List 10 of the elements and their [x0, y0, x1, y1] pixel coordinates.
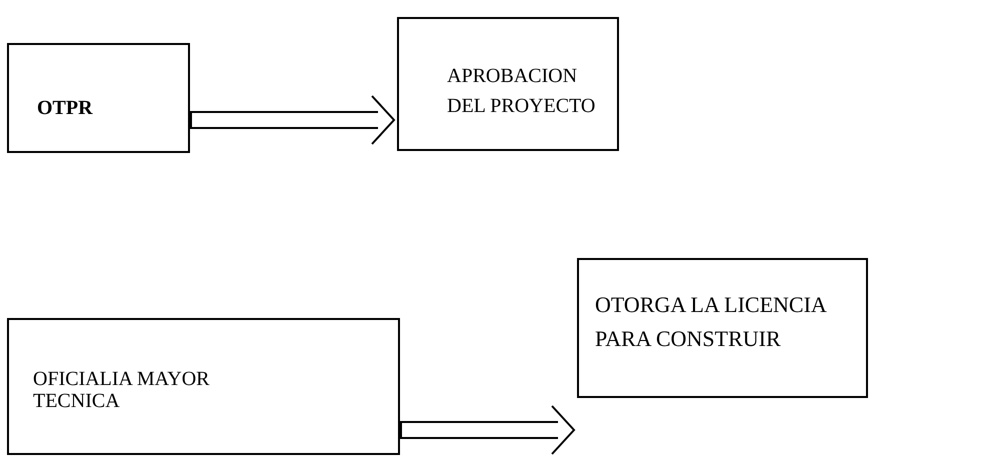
box-label: APROBACION DEL PROYECTO: [446, 64, 596, 119]
process-box: [397, 17, 619, 151]
double-arrow: [400, 405, 575, 455]
process-box: [7, 43, 190, 153]
box-label: OTORGA LA LICENCIA PARA CONSTRUIR: [594, 291, 828, 353]
box-label: OFICIALIA MAYOR TECNICA: [32, 367, 211, 412]
box-label: OTPR: [36, 96, 94, 121]
double-arrow: [190, 95, 395, 145]
process-box: [577, 258, 868, 398]
process-box: [7, 318, 400, 455]
